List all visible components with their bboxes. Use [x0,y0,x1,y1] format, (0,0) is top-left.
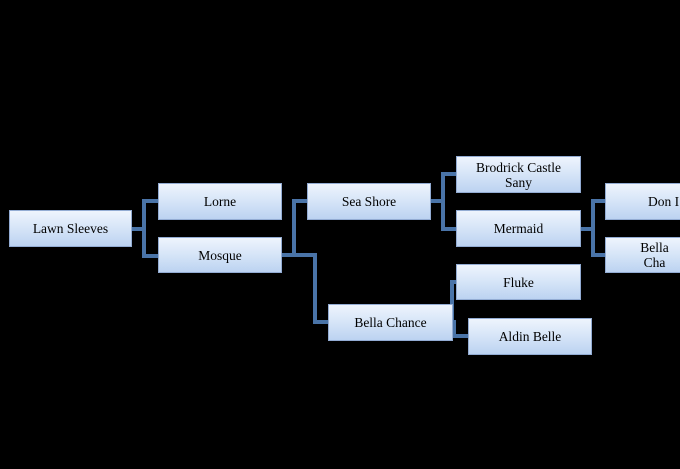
node-label: Brodrick Castle Sany [475,159,562,190]
connector-mosque [280,199,330,324]
connector-lawn-sleeves [130,199,160,258]
node-aldin-belle: Aldin Belle [468,318,592,355]
node-label: Bella Chance [354,315,427,330]
node-label: Fluke [503,274,534,290]
node-bella-cha-partial: Bella Cha [605,237,680,273]
node-label: Lawn Sleeves [32,221,109,236]
node-lawn-sleeves: Lawn Sleeves [9,210,132,247]
node-label: Aldin Belle [498,329,562,344]
node-label: Lorne [203,194,237,209]
node-mermaid: Mermaid [456,210,581,247]
connector-mermaid [579,199,607,257]
connector-sea-shore [429,172,458,231]
node-label: Bella Cha [640,240,669,270]
node-sea-shore: Sea Shore [307,183,431,220]
node-don-partial: Don I [605,183,680,220]
node-fluke: Fluke [456,264,581,300]
node-label: Mermaid [493,221,544,236]
node-label: Don I [648,194,680,209]
node-label: Sea Shore [341,194,397,209]
node-label: Mosque [198,247,242,263]
node-bella-chance: Bella Chance [328,304,453,341]
node-mosque: Mosque [158,237,282,273]
node-lorne: Lorne [158,183,282,220]
node-brodrick-castle-sany: Brodrick Castle Sany [456,156,581,193]
